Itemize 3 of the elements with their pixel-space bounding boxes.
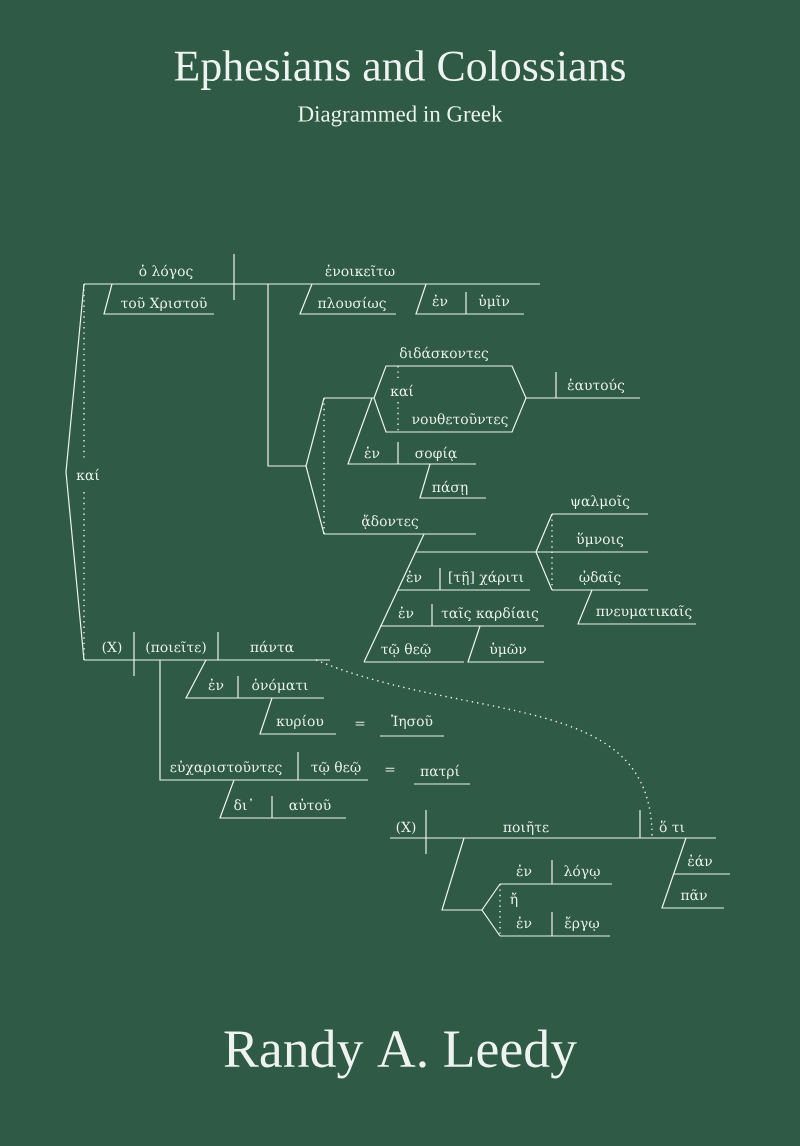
subtitle: Diagrammed in Greek [298, 105, 503, 127]
title: Ephesians and Colossians [174, 50, 625, 90]
author-name: Randy A. Leedy [224, 1029, 577, 1079]
